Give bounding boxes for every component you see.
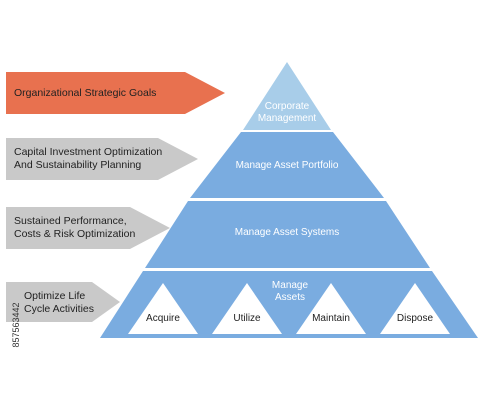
watermark-id: 857563442: [11, 302, 21, 348]
tier-label-asset-systems: Manage Asset Systems: [212, 227, 362, 239]
arrow-label-line: Sustained Performance,: [14, 215, 127, 227]
arrow-strategic-goals: [6, 72, 225, 114]
arrow-label-line: Capital Investment Optimization: [14, 146, 163, 158]
activity-triangle-maintain: [296, 283, 366, 334]
activity-label-utilize: Utilize: [233, 313, 261, 324]
arrow-label-capital-investment: Capital Investment Optimization And Sust…: [14, 146, 162, 172]
tier-label-line: Manage Asset Portfolio: [235, 160, 339, 171]
arrow-label-line: Cycle Activities: [24, 303, 95, 315]
arrow-label-line: Optimize Life: [24, 290, 86, 302]
tier-label-line: Management: [257, 113, 317, 124]
tier-asset-systems: [145, 201, 430, 268]
arrow-label-strategic-goals: Organizational Strategic Goals: [14, 87, 156, 100]
activity-triangle-utilize: [212, 283, 282, 334]
activity-label-maintain: Maintain: [312, 313, 350, 324]
arrow-label-line: And Sustainability Planning: [14, 159, 142, 171]
tier-label-line: Corporate: [264, 101, 310, 112]
tier-label-line: Manage Asset Systems: [234, 227, 340, 238]
arrow-label-sustained-performance: Sustained Performance, Costs & Risk Opti…: [14, 215, 135, 241]
arrow-label-line: Costs & Risk Optimization: [14, 228, 136, 240]
tier-corporate-management: [243, 62, 331, 130]
tier-label-corporate-management: Corporate Management: [237, 101, 337, 125]
tier-asset-portfolio: [190, 132, 384, 198]
activity-label-dispose: Dispose: [396, 313, 434, 324]
arrow-capital-investment: [6, 138, 198, 180]
arrow-sustained-performance: [6, 207, 170, 249]
tier-label-manage-assets: Manage Assets: [250, 280, 330, 304]
arrow-label-lifecycle: Optimize Life Cycle Activities: [24, 290, 94, 316]
arrow-lifecycle: [6, 282, 120, 322]
tier-label-line: Assets: [274, 292, 305, 303]
tier-label-asset-portfolio: Manage Asset Portfolio: [212, 160, 362, 172]
arrow-label-line: Organizational Strategic Goals: [14, 87, 157, 99]
tier-label-line: Manage: [271, 280, 309, 291]
activity-triangle-dispose: [380, 283, 450, 334]
tier-manage-assets: [100, 271, 478, 338]
activity-label-acquire: Acquire: [146, 313, 180, 324]
activity-triangle-acquire: [128, 283, 198, 334]
